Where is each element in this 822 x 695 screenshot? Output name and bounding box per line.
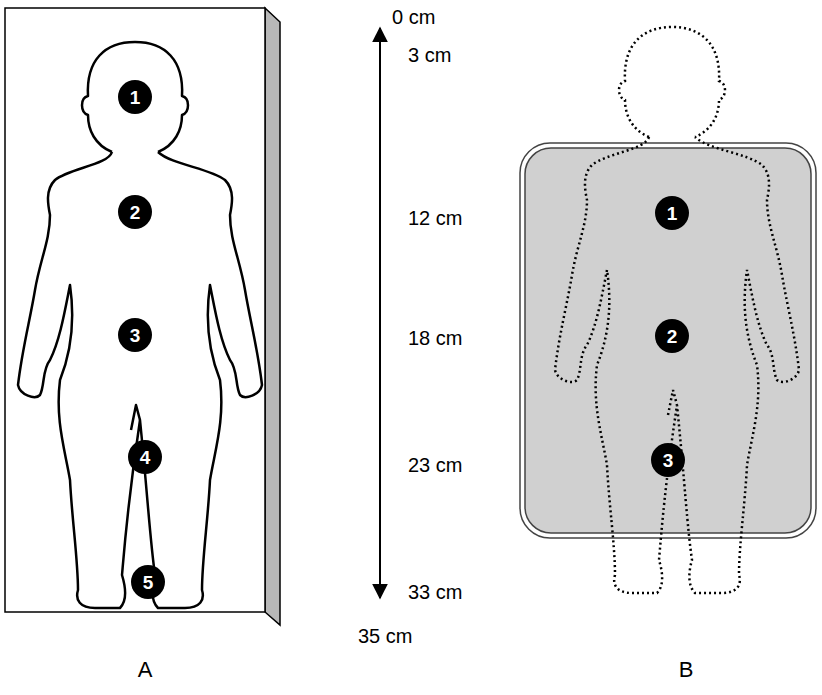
callout-number: 5 bbox=[143, 573, 154, 592]
callout-number: 2 bbox=[130, 203, 141, 222]
callout-circle: 2 bbox=[118, 195, 152, 229]
callout-circle: 1 bbox=[118, 80, 152, 114]
callout-circle: 3 bbox=[118, 318, 152, 352]
dimension-label: 18 cm bbox=[408, 327, 462, 349]
dimension-label: 12 cm bbox=[408, 207, 462, 229]
callout-number: 1 bbox=[130, 88, 141, 107]
callout-number: 2 bbox=[667, 327, 678, 346]
panel-letter: B bbox=[679, 658, 694, 682]
callout-number: 4 bbox=[140, 448, 151, 467]
child-outline-dotted bbox=[555, 27, 799, 593]
slab-side bbox=[265, 8, 280, 625]
panel-letter: A bbox=[138, 658, 153, 682]
dimension-label: 0 cm bbox=[392, 6, 435, 28]
callout-number: 3 bbox=[663, 451, 674, 470]
callout-circle: 5 bbox=[131, 565, 165, 599]
child-outline bbox=[18, 42, 262, 608]
callout-circle: 1 bbox=[655, 196, 689, 230]
callout-circle: 3 bbox=[651, 443, 685, 477]
dimension-label: 23 cm bbox=[408, 454, 462, 476]
callout-number: 3 bbox=[130, 326, 141, 345]
slab-front bbox=[5, 8, 265, 612]
callout-circle: 2 bbox=[655, 319, 689, 353]
dimension-label: 35 cm bbox=[358, 625, 412, 647]
dimension-label: 33 cm bbox=[408, 581, 462, 603]
callout-number: 1 bbox=[667, 204, 678, 223]
dimension-label: 3 cm bbox=[408, 44, 451, 66]
callout-circle: 4 bbox=[128, 440, 162, 474]
scale-arrow bbox=[379, 28, 381, 598]
